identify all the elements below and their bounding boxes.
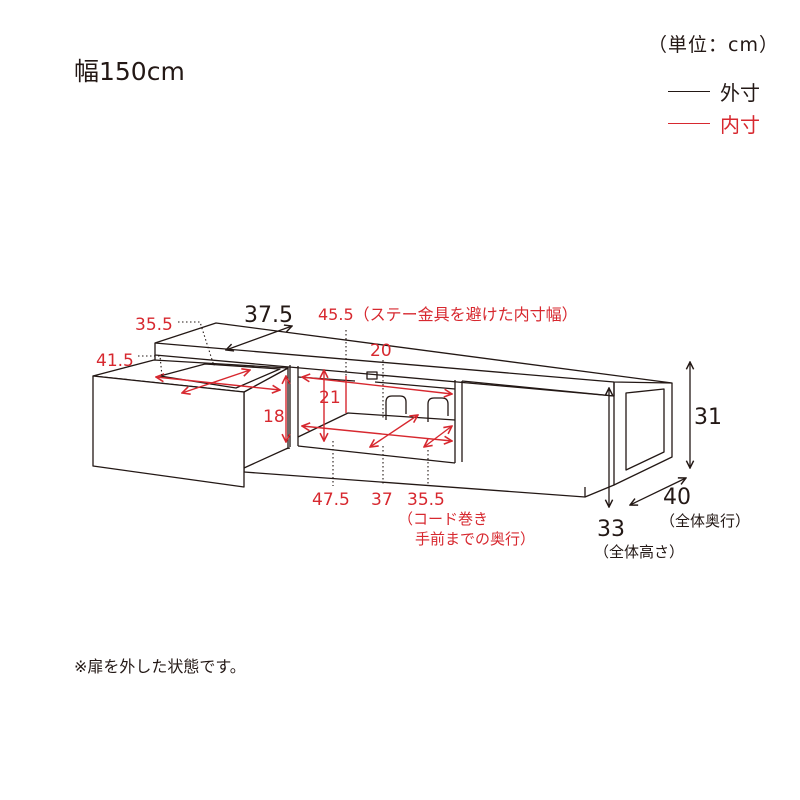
center-width-lower-arrow: [302, 426, 452, 441]
label-drawer-depth: 35.5: [135, 315, 173, 335]
center-right-wall: [454, 380, 463, 463]
label-total-depth: 40: [663, 485, 691, 510]
drawer-front: [92, 375, 245, 488]
label-total-height-caption: （全体高さ）: [594, 543, 684, 561]
label-drawer-width: 41.5: [96, 351, 134, 371]
label-center-height: 21: [319, 388, 341, 408]
right-end-panel: [613, 382, 673, 486]
leader-lines: [138, 321, 429, 486]
legend-inner-line: [668, 123, 710, 124]
label-drawer-height: 18: [263, 407, 285, 427]
depth-40-arrow: [630, 478, 686, 505]
dimension-labels: 35.5 41.5 37.5 45.5（ステー金具を避けた内寸幅） 20 21 …: [96, 303, 750, 561]
label-cord-note-2: 手前までの奥行）: [415, 530, 535, 548]
legend-inner-label: 内寸: [720, 113, 760, 137]
drawer-width-arrow: [156, 377, 280, 390]
cord-clip: [366, 371, 378, 380]
right-end-inner: [625, 388, 665, 471]
label-total-height: 33: [597, 517, 625, 542]
page-title: 幅150cm: [74, 57, 185, 86]
label-center-depth: 37: [371, 490, 393, 510]
label-center-width-note: 45.5（ステー金具を避けた内寸幅）: [318, 305, 578, 324]
center-left-wall: [289, 365, 299, 447]
legend-outer-line: [668, 91, 710, 92]
right-door: [462, 379, 604, 480]
label-center-height-upper: 20: [370, 341, 392, 361]
label-side-height: 31: [694, 405, 722, 430]
inner-dimension-lines: [156, 370, 452, 447]
stay-bracket-right: [427, 397, 449, 422]
center-depth-arrow: [370, 415, 418, 447]
label-total-depth-caption: （全体奥行）: [660, 512, 750, 530]
top-depth-arrow: [226, 326, 292, 350]
outer-dimension-lines: [226, 326, 690, 507]
unit-label: （単位：cm）: [648, 34, 779, 56]
footnote: ※扉を外した状態です。: [74, 657, 246, 676]
open-drawer: [92, 359, 289, 488]
label-top-depth: 37.5: [244, 303, 293, 328]
label-cord-note-1: （コード巻き: [398, 510, 488, 528]
label-cord-depth: 35.5: [407, 490, 445, 510]
legend-outer-label: 外寸: [720, 81, 760, 105]
label-center-width: 47.5: [312, 490, 350, 510]
cord-depth-arrow: [424, 426, 452, 447]
